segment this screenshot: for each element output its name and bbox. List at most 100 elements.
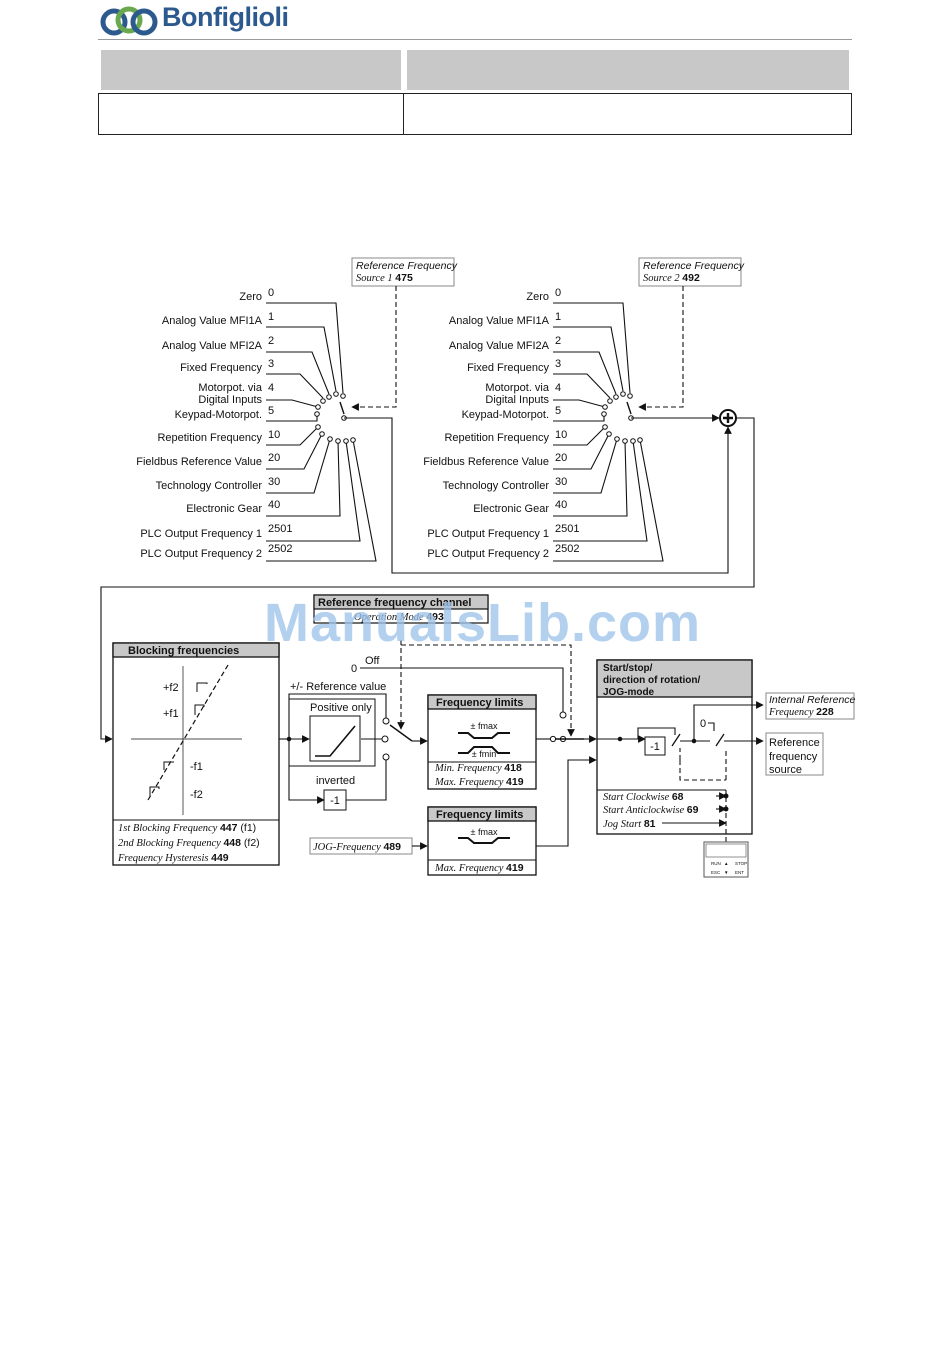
source2-label-2: Analog Value MFI2A: [449, 340, 550, 352]
inverted-wire-in: [288, 739, 325, 804]
jog-param: JOG-Frequency 489: [313, 841, 401, 853]
source1-label-2: Analog Value MFI2A: [162, 340, 263, 352]
limits1-title: Frequency limits: [436, 697, 523, 709]
header-table-cell-right: [407, 50, 849, 90]
ref-source-box: [765, 732, 824, 776]
startstop-title-3: JOG-mode: [603, 687, 655, 698]
keypad-esc-key: ESC: [711, 870, 721, 875]
source2-contact-40: [622, 438, 628, 444]
source2-code-1: 1: [555, 311, 561, 323]
source1-label-20: Fieldbus Reference Value: [136, 456, 262, 468]
watermark-text: ManualsLib.com: [264, 593, 702, 653]
source1-wire-2: [266, 351, 330, 395]
blocking-param-2-suffix: (f2): [241, 837, 260, 849]
blocking-label-plus-f1: +f1: [163, 708, 179, 720]
startstop-run-switch: [715, 733, 725, 747]
source2-contact-10: [602, 424, 608, 430]
jog-param-label: JOG-Frequency: [313, 842, 383, 853]
blocking-param-1-number: 447: [220, 822, 238, 834]
source1-code-30: 30: [268, 476, 280, 488]
source1-contact-3: [320, 398, 326, 404]
source2-code-30: 30: [555, 476, 567, 488]
source2-label-2501: PLC Output Frequency 1: [427, 528, 549, 540]
source1-contact-10: [315, 424, 321, 430]
source1-wire-0: [266, 302, 344, 394]
keypad-display: [705, 843, 747, 858]
internal-ref-line1: Internal Reference: [769, 694, 856, 706]
source1-label-10: Repetition Frequency: [157, 432, 262, 444]
limits1-header: [427, 694, 537, 710]
channel-title: Reference frequency channel: [318, 597, 471, 609]
positive-only-label: Positive only: [310, 702, 372, 714]
source1-label-2502: PLC Output Frequency 2: [140, 548, 262, 560]
source2-wire-0: [553, 302, 631, 394]
source1-contact-0: [340, 393, 346, 399]
channel-subtitle-number: 493: [426, 611, 444, 623]
blocking-param-2-number: 448: [223, 837, 241, 849]
source2-label-4: Motorpot. via: [485, 382, 549, 394]
limits1-param-1: Min. Frequency 418: [434, 762, 522, 774]
source1-wire-4: [266, 399, 319, 408]
source2-contact-20: [606, 431, 612, 437]
keypad-run-key: RUN: [711, 861, 721, 866]
source2-label-1: Analog Value MFI1A: [449, 315, 550, 327]
blocking-step-1: [196, 682, 208, 692]
source2-control-dashed: [638, 286, 684, 411]
source1-control-dashed: [351, 286, 397, 411]
startstop-param-2: Start Anticlockwise 69: [603, 804, 699, 816]
source1-label-2501: PLC Output Frequency 1: [140, 528, 262, 540]
source1-contact-2: [326, 394, 332, 400]
source1-label-0: Zero: [239, 291, 262, 303]
ref-source-line2: frequency: [769, 751, 818, 763]
source1-contact-2502: [350, 437, 356, 443]
startstop-dir-switch: [671, 733, 681, 747]
selector-contact-a: [549, 735, 557, 743]
limits1-fmax: ± fmax: [471, 721, 498, 731]
limits2-header: [427, 806, 537, 822]
source1-wire-20: [266, 433, 323, 470]
sum-plus-icon: [723, 413, 733, 423]
source2-code-10: 10: [555, 429, 567, 441]
source1-wire-40: [266, 440, 341, 517]
source2-wire-30: [553, 438, 618, 494]
startstop-internal-out: [693, 701, 764, 741]
internal-ref-line2-label: Frequency: [768, 707, 816, 718]
inverted-wire-out: [346, 760, 387, 801]
source2-code-4: 4: [555, 382, 561, 394]
source1-contact-2501: [343, 438, 349, 444]
source2-wire-2: [553, 351, 617, 395]
source1-contact-30: [327, 436, 333, 442]
blocking-param-2: 2nd Blocking Frequency 448 (f2): [118, 837, 260, 849]
keypad-up-key: ▲: [724, 861, 728, 866]
startstop-param-2-number: 69: [687, 804, 699, 816]
blocking-label-minus-f1: -f1: [190, 761, 203, 773]
source2-label-4-line2: Digital Inputs: [485, 394, 549, 406]
blocking-step-2: [194, 704, 205, 715]
source1-wire-2501: [266, 440, 361, 542]
source2-label-40: Electronic Gear: [473, 503, 549, 515]
sum-to-blocking: [100, 417, 755, 743]
source1-title-line2-number: 475: [395, 272, 413, 284]
source1-code-2502: 2502: [268, 543, 292, 555]
source1-code-3: 3: [268, 358, 274, 370]
internal-ref-box: [765, 692, 855, 720]
source1-title-line2-label: Source 1: [356, 273, 395, 284]
source1-label-5: Keypad-Motorpot.: [175, 409, 262, 421]
source2-code-2: 2: [555, 335, 561, 347]
source2-label-5: Keypad-Motorpot.: [462, 409, 549, 421]
source1-title-line2: Source 1 475: [356, 272, 413, 284]
source2-contact-5: [601, 411, 607, 417]
startstop-zero: 0: [700, 718, 706, 730]
internal-ref-line2: Frequency 228: [768, 706, 834, 718]
source1-contact-1: [333, 391, 339, 397]
mode-pm-contact: [382, 717, 390, 725]
blocking-param-3: Frequency Hysteresis 449: [117, 852, 229, 864]
blocking-title: Blocking frequencies: [128, 645, 239, 657]
page-header: Bonfiglioli: [100, 0, 852, 40]
keypad-down-key: ▼: [724, 870, 728, 875]
limits2-title: Frequency limits: [436, 809, 523, 821]
source1-code-40: 40: [268, 499, 280, 511]
limits2-param-2: Max. Frequency 419: [434, 862, 524, 874]
brand-name: Bonfiglioli: [162, 2, 289, 32]
